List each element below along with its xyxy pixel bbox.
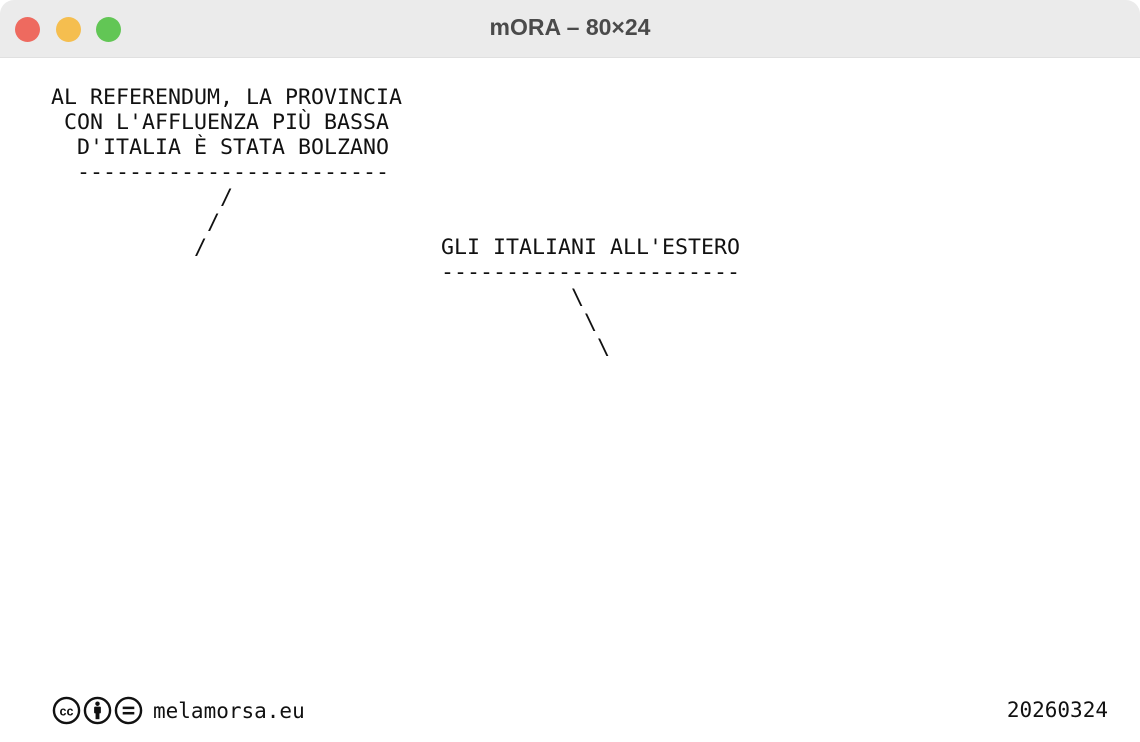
zoom-button[interactable] [96,17,121,42]
footer-credits: cc melamorsa.eu [52,696,305,725]
date-stamp: 20260324 [1006,698,1108,722]
window-titlebar: mORA – 80×24 [0,0,1140,58]
site-link[interactable]: melamorsa.eu [153,698,305,723]
svg-text:cc: cc [60,704,74,718]
license-badge: cc [52,696,143,725]
screen-line: D'ITALIA È STATA BOLZANO [51,135,390,160]
screen-line: ----------------------- [51,260,741,285]
screen-line: \ [51,285,585,310]
screen-line: \ [51,335,611,360]
window-title: mORA – 80×24 [489,14,651,40]
by-icon [83,696,112,725]
close-button[interactable] [15,17,40,42]
screen-line: / GLI ITALIANI ALL'ESTERO [51,235,741,260]
screen-line: / [51,185,234,210]
screen-line: ------------------------ [51,160,390,185]
screen-line: CON L'AFFLUENZA PIÙ BASSA [51,110,390,135]
nd-icon [114,696,143,725]
terminal-screen: AL REFERENDUM, LA PROVINCIA CON L'AFFLUE… [51,85,740,360]
cc-icon: cc [52,696,81,725]
screen-line: / [51,210,221,235]
screen-line: \ [51,310,598,335]
screen-line: AL REFERENDUM, LA PROVINCIA [51,85,403,110]
minimize-button[interactable] [56,17,81,42]
